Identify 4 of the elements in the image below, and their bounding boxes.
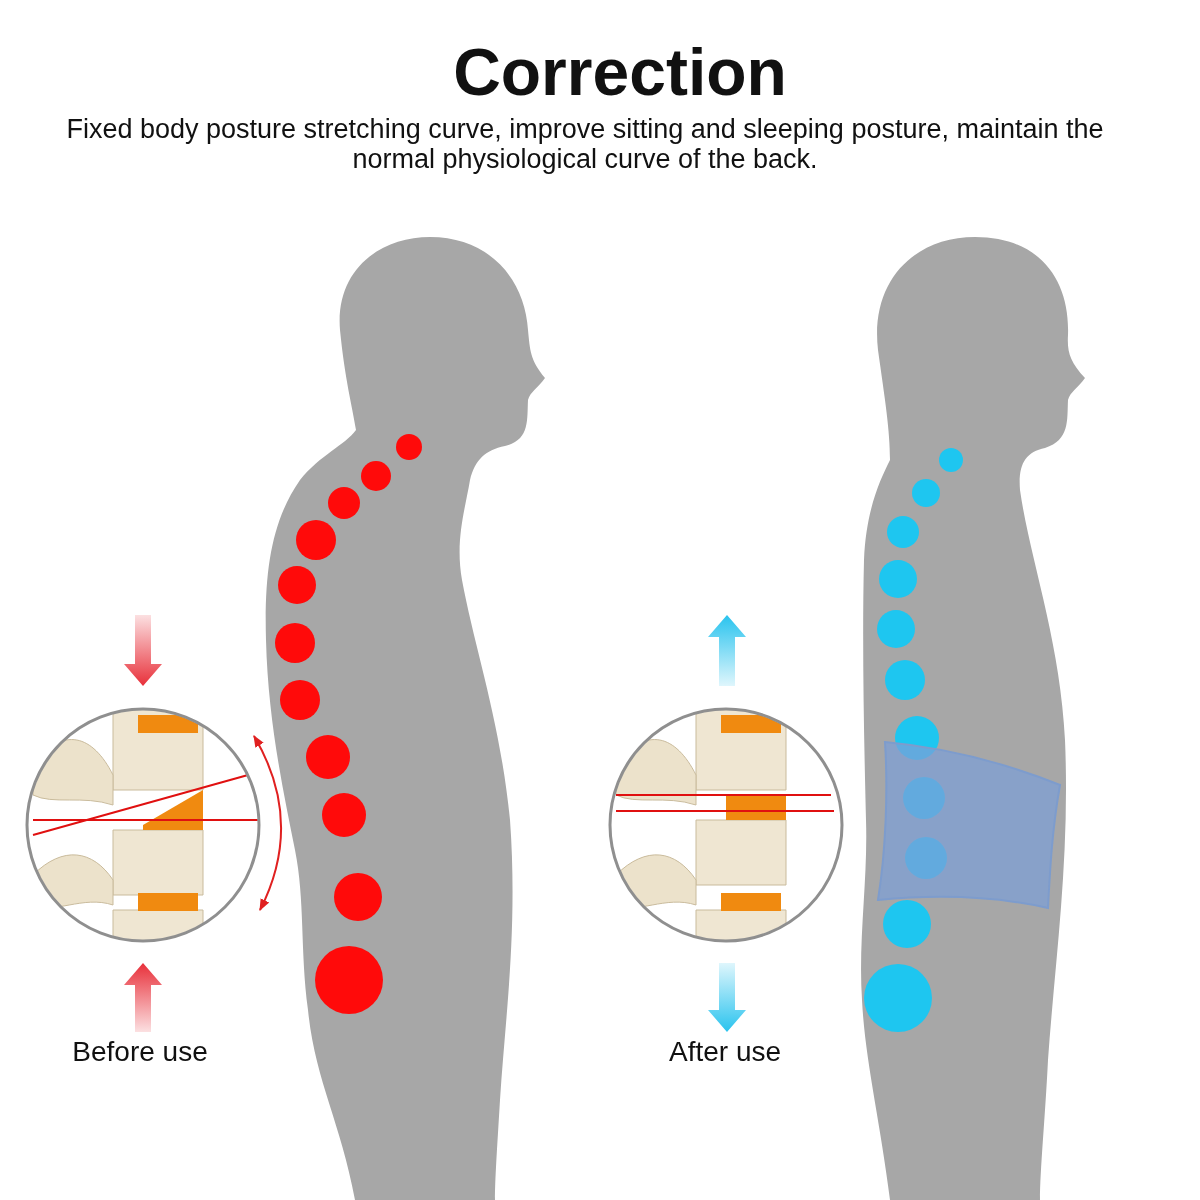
caption-label: Before use [71, 1035, 209, 1069]
subtitle: Fixed body posture stretching curve, improve sitting and sleeping posture, maintain the normal physiological curve of the back. [65, 114, 1105, 174]
title: Correction [452, 34, 788, 110]
caption-label: After use [667, 1035, 783, 1069]
